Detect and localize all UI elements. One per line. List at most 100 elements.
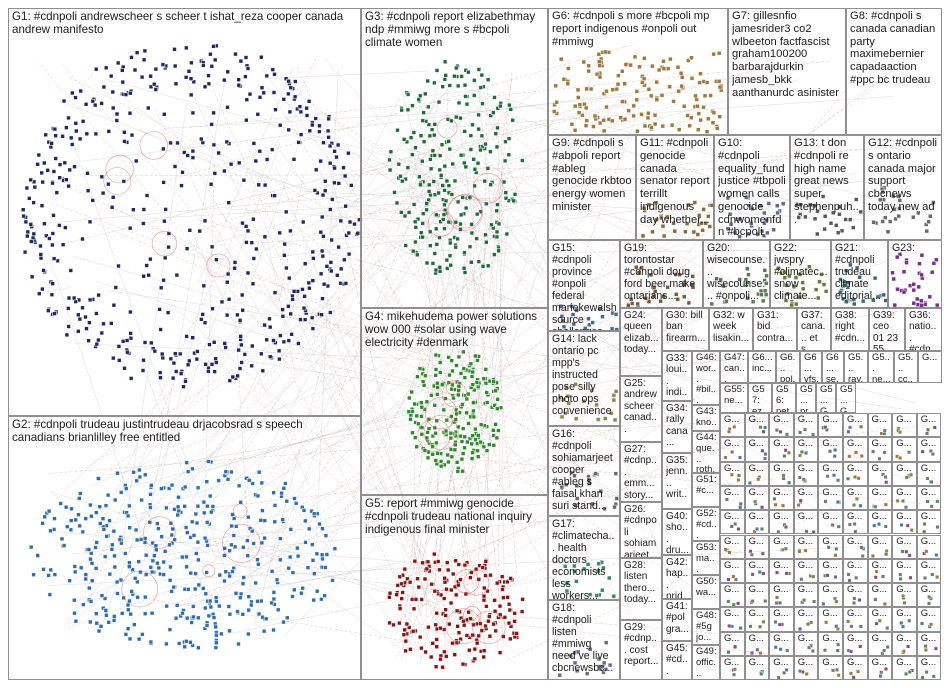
network-node [93,566,99,571]
network-node [42,514,48,520]
group-label: G... [822,536,838,547]
group-cell: G... [843,656,868,681]
group-cell: G15: #cdnpoli province #onpoli federal m… [548,240,620,331]
network-node [124,338,130,343]
network-node [278,557,283,563]
network-node [277,356,282,362]
network-node [168,356,174,362]
network-edge [275,166,436,578]
network-node [142,48,148,54]
group-cell: G19: torontostar #cdnpoli doug ford beer… [620,240,703,308]
network-node [238,333,243,339]
network-node [144,263,149,268]
network-node [258,54,264,60]
network-node [235,609,240,614]
network-edge [478,620,860,665]
network-node [158,327,163,332]
network-edge [406,147,694,245]
group-cell: G... [867,607,893,632]
network-node [267,316,272,322]
group-cell: G... [818,437,843,462]
network-node [181,384,186,390]
network-node [132,622,137,627]
network-node [307,285,312,291]
network-node [332,165,337,171]
network-edge [426,375,726,603]
network-node [208,604,214,610]
network-node [260,368,266,374]
network-node [219,299,225,305]
network-edge [497,209,574,329]
network-node [250,343,255,349]
group-cell: G... [843,631,868,656]
network-node [148,256,153,262]
network-node [53,133,58,138]
network-edge [39,63,266,332]
group-label: G57: ez... [752,385,768,413]
network-node [267,324,273,330]
network-node [273,107,278,112]
network-node [235,312,240,318]
group-cell: G57: ez... [748,383,772,413]
network-node [94,341,100,347]
group-cell: G... [867,558,893,584]
network-edge [51,202,480,360]
network-node [282,241,288,247]
network-node [99,593,105,598]
network-edge [465,359,792,669]
group-cell: G... [892,607,917,632]
self-loop [206,253,231,278]
network-node [147,520,153,525]
network-node [63,225,68,230]
network-node [71,295,77,301]
network-node [20,207,26,212]
network-node [225,69,230,75]
group-cell: G... [793,656,819,681]
network-edge [410,166,729,365]
group-label: G1: #cdnpoli andrewscheer s scheer t ish… [12,10,344,37]
network-edge [425,145,909,186]
group-cell: G... [744,534,770,559]
group-cell: G... [744,485,770,511]
network-node [292,79,298,84]
network-edge [431,79,512,599]
network-node [201,586,206,591]
network-node [123,92,129,97]
group-cell: G6... vfs... [800,351,822,383]
group-label: G... [871,585,887,596]
network-node [190,155,196,160]
network-node [127,225,133,231]
network-edge [137,129,911,483]
network-node [161,559,166,565]
group-cell: G31: bid contra... [753,308,797,351]
network-node [78,88,83,94]
group-cell: G... [867,656,893,681]
group-cell: G... [744,437,770,462]
group-label: G26: #cdnpoli sohiamarjeet... #ableg... [624,504,658,558]
network-node [262,182,268,188]
network-node [342,257,347,263]
network-edge [326,153,427,605]
group-cell: G... [720,558,745,584]
group-cell: G... [769,485,794,511]
group-cell: G30: bill ban firearm... [662,308,709,351]
network-node [184,460,189,465]
network-edge [482,569,511,606]
network-node [206,369,211,374]
network-node [57,175,63,180]
network-node [152,553,157,559]
group-cell: G... [793,485,819,511]
network-node [214,257,219,263]
network-node [45,308,51,314]
network-edge [442,427,487,654]
group-label: G21: #cdnpoli trudeau climate editorial.… [835,242,881,303]
group-cell: G27: #cdnp... emm... story... [620,442,662,502]
network-node [133,527,139,533]
network-edge [147,266,495,498]
network-edge [413,89,477,98]
network-node [53,156,59,161]
network-edge [435,79,908,208]
group-label: G... [847,536,863,547]
network-edge [203,336,479,401]
network-node [127,503,132,509]
